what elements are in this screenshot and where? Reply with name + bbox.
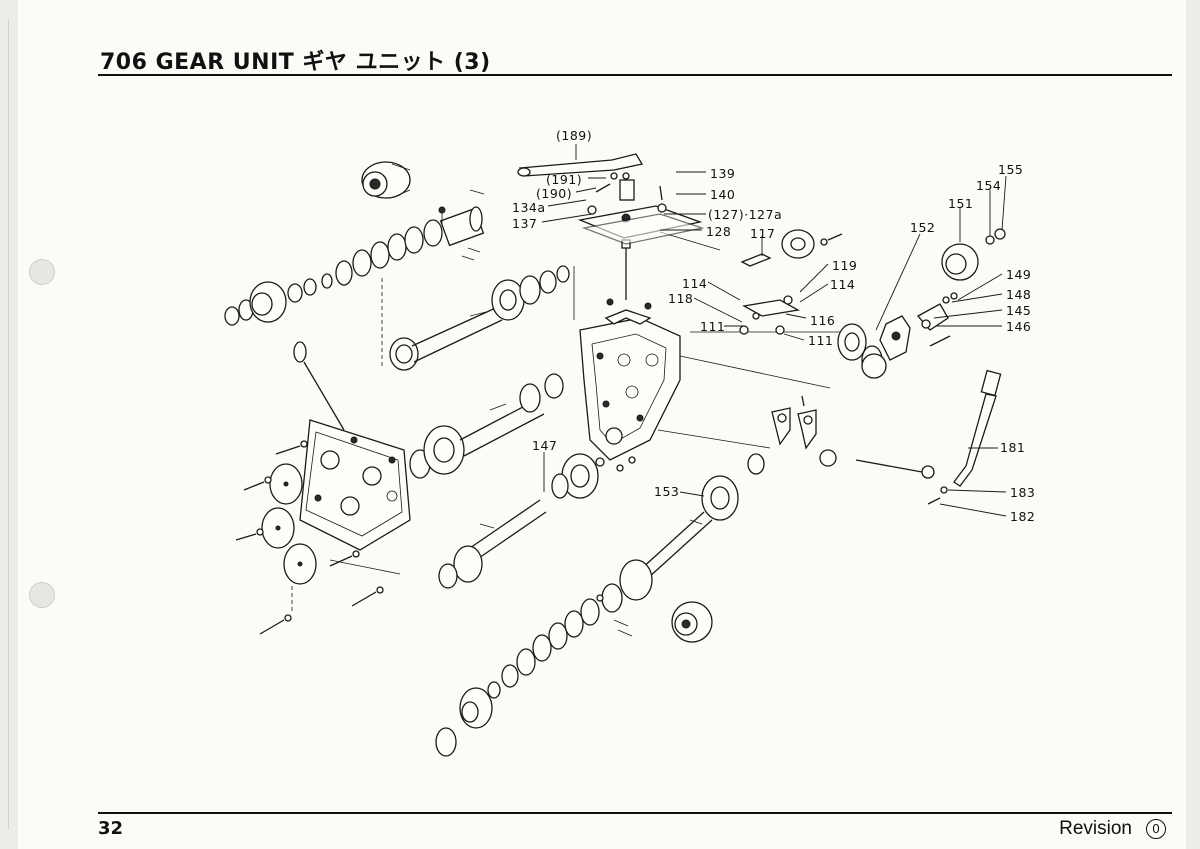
assembly-guide-lines — [381, 231, 850, 449]
label-155: 155 — [998, 162, 1023, 177]
label-151: 151 — [948, 196, 973, 211]
main-gear-shaft — [409, 373, 564, 479]
right-bearing-cover — [837, 292, 958, 379]
label-190: (190) — [536, 186, 572, 201]
label-152: 152 — [910, 220, 935, 235]
punch-hole-bottom — [29, 582, 55, 608]
selector-fork-group — [739, 229, 843, 335]
label-154: 154 — [976, 178, 1001, 193]
label-118: 118 — [668, 291, 693, 306]
binder-edge — [8, 20, 23, 830]
page-number: 32 — [98, 818, 124, 839]
dipstick — [293, 341, 345, 431]
lower-spring-stack — [435, 594, 633, 757]
label-119: 119 — [832, 258, 857, 273]
label-149: 149 — [1006, 267, 1031, 282]
label-116: 116 — [810, 313, 835, 328]
top-cover-plate — [577, 205, 705, 245]
spanner-tool — [517, 153, 644, 177]
label-148: 148 — [1006, 287, 1031, 302]
label-114-right: 114 — [830, 277, 855, 292]
footer-rule — [98, 812, 1172, 814]
label-139: 139 — [710, 166, 735, 181]
label-153: 153 — [654, 484, 679, 499]
label-145: 145 — [1006, 303, 1031, 318]
top-small-parts — [587, 172, 667, 215]
label-182: 182 — [1010, 509, 1035, 524]
label-127: (127)·127a — [708, 207, 782, 222]
lower-right-clutch-part — [671, 601, 713, 643]
shaft-153 — [601, 453, 765, 613]
label-189: (189) — [556, 128, 592, 143]
label-117: 117 — [750, 226, 775, 241]
right-top-clutch-part — [941, 228, 1006, 281]
label-181: 181 — [1000, 440, 1025, 455]
label-111-left: 111 — [700, 319, 725, 334]
label-134a: 134a — [512, 200, 546, 215]
label-111-right: 111 — [808, 333, 833, 348]
part-number-labels: (189) (191) (190) 139 140 134a 137 (127)… — [512, 128, 1035, 524]
shifter-rod — [604, 239, 652, 325]
label-183: 183 — [1010, 485, 1035, 500]
upper-left-clutch-part — [361, 161, 411, 199]
label-146: 146 — [1006, 319, 1031, 334]
label-140: 140 — [710, 187, 735, 202]
upper-left-spring-stack — [224, 189, 485, 326]
intermediate-shaft — [389, 265, 570, 371]
label-137: 137 — [512, 216, 537, 231]
punch-hole-top — [29, 259, 55, 285]
shaft-147 — [438, 453, 636, 589]
label-147: 147 — [532, 438, 557, 453]
header-rule — [98, 74, 1172, 76]
leader-lines — [541, 144, 1007, 517]
center-gear-case — [579, 317, 681, 461]
shift-lever — [819, 369, 1002, 505]
left-housing-plate — [299, 419, 411, 551]
shift-fork-pair — [771, 395, 817, 450]
left-bolts — [235, 440, 401, 635]
page-title: 706 GEAR UNIT ギヤ ユニット (3) — [100, 50, 491, 75]
label-114-left: 114 — [682, 276, 707, 291]
label-128: 128 — [706, 224, 731, 239]
revision-number: 0 — [1146, 819, 1166, 839]
left-cover-plates — [261, 463, 317, 585]
revision-label: Revision — [1059, 818, 1132, 839]
label-191: (191) — [546, 172, 582, 187]
